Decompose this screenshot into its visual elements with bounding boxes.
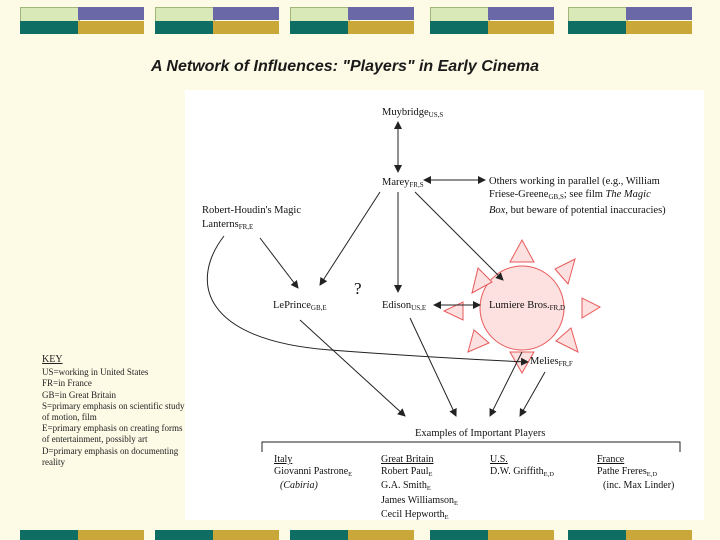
player: Robert PaulE <box>381 465 433 478</box>
player: G.A. SmithE <box>381 480 431 493</box>
key-line: S=primary emphasis on scientific study <box>42 400 185 411</box>
bar-group <box>288 530 420 540</box>
key-line: E=primary emphasis on creating forms <box>42 423 183 434</box>
node-robert-houdin: Robert-Houdin's Magic LanternsFR,E <box>202 205 302 231</box>
bar-group <box>428 4 560 34</box>
bar-group <box>18 530 150 540</box>
players-heading: Examples of Important Players <box>415 428 546 439</box>
key-line: US=working in United States <box>42 367 149 378</box>
bar-group <box>18 4 150 34</box>
player: D.W. GriffithE,D <box>490 465 554 478</box>
bar-group <box>153 530 285 540</box>
node-lumiere: Lumiere Bros.FR,D <box>489 300 566 312</box>
players-us: U.S. D.W. GriffithE,D <box>490 454 554 480</box>
key-line: reality <box>42 456 65 467</box>
player: (Cabiria) <box>280 480 318 492</box>
player: (inc. Max Linder) <box>603 480 675 492</box>
node-leprince: LePrinceGB,E <box>273 300 327 312</box>
bar-group <box>566 530 698 540</box>
node-marey: MareyFR,S <box>382 177 424 189</box>
key-line: D=primary emphasis on documenting <box>42 445 179 456</box>
connector-marey-leprince <box>319 191 381 286</box>
key-legend: KEY US=working in United States FR=in Fr… <box>42 354 212 468</box>
bar-group <box>428 530 560 540</box>
connector-melies-players <box>519 371 546 417</box>
node-edison: EdisonUS,E <box>382 300 427 312</box>
key-line: of entertainment, possibly art <box>42 434 148 445</box>
bar-group <box>153 4 285 34</box>
bar-group <box>566 4 698 34</box>
slide-title: A Network of Influences: "Players" in Ea… <box>150 58 540 75</box>
bottom-decorative-bars <box>0 530 720 540</box>
key-line: FR=in France <box>42 378 92 389</box>
players-bracket <box>261 441 681 452</box>
question-mark: ? <box>354 279 362 298</box>
connector-houdin-melies <box>206 235 529 366</box>
node-melies: MeliesFR,F <box>530 356 573 368</box>
player: Giovanni PastroneE <box>274 465 353 478</box>
player: James WilliamsonE <box>381 494 459 507</box>
column-heading: France <box>597 454 625 465</box>
connector-marey-lumiere <box>414 191 504 281</box>
connector-edison-players <box>409 317 457 417</box>
connector-lumiere-players <box>489 351 523 417</box>
key-title: KEY <box>42 354 63 365</box>
player: Cecil HepworthE <box>381 509 449 522</box>
node-others: Others working in parallel (e.g., Willia… <box>489 176 666 216</box>
node-muybridge: MuybridgeUS,S <box>382 107 444 119</box>
players-italy: Italy Giovanni PastroneE (Cabiria) <box>274 454 352 492</box>
player: Pathe FreresE,D <box>597 465 658 478</box>
players-great-britain: Great Britain Robert PaulE G.A. SmithE J… <box>381 454 458 524</box>
bar-group <box>288 4 420 34</box>
players-france: France Pathe FreresE,D (inc. Max Linder) <box>597 454 674 492</box>
key-line: of motion, film <box>42 412 97 423</box>
column-heading: Italy <box>274 454 293 465</box>
connector-houdin-leprince <box>259 237 299 289</box>
key-line: GB=in Great Britain <box>42 389 117 400</box>
column-heading: U.S. <box>490 454 508 465</box>
column-heading: Great Britain <box>381 454 434 465</box>
top-decorative-bars <box>0 4 720 36</box>
connector-leprince-players <box>299 319 406 417</box>
